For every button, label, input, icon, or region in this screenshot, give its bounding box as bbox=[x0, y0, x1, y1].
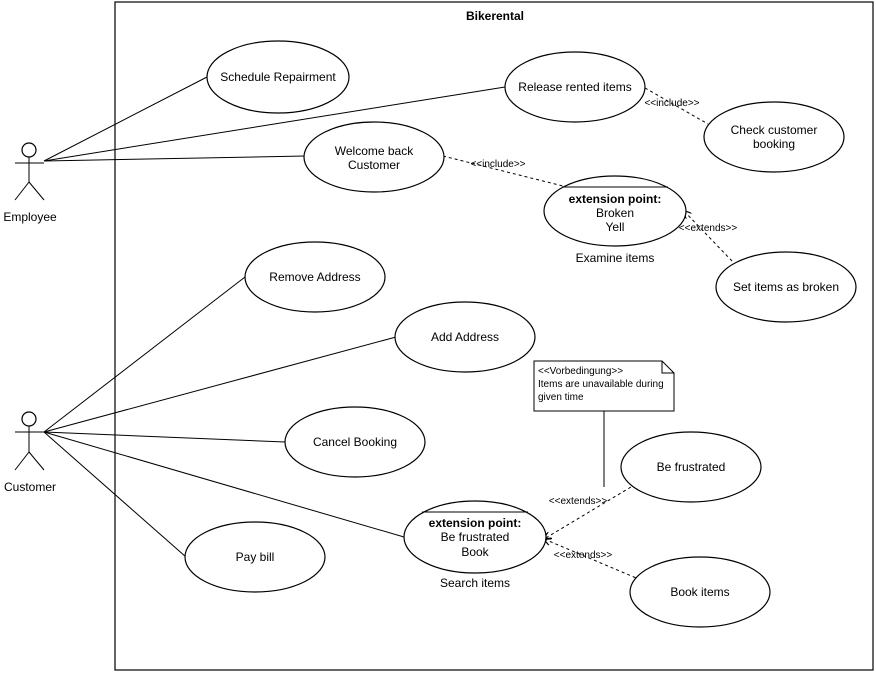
svg-text:Be frustrated: Be frustrated bbox=[441, 530, 510, 544]
svg-text:Set items as broken: Set items as broken bbox=[733, 280, 839, 294]
svg-text:Broken: Broken bbox=[596, 206, 634, 220]
svg-text:Schedule Repairment: Schedule Repairment bbox=[220, 70, 336, 84]
svg-text:Be frustrated: Be frustrated bbox=[657, 460, 726, 474]
actor-employee[interactable]: Employee bbox=[3, 142, 57, 224]
actor-customer[interactable]: Customer bbox=[4, 411, 56, 494]
include-release-check bbox=[644, 87, 709, 125]
note-line-1: Items are unavailable during bbox=[538, 379, 664, 390]
use-case-pay-bill[interactable]: Pay bill bbox=[184, 521, 326, 593]
use-case-examine-items[interactable]: extension point: Broken Yell Examine ite… bbox=[543, 175, 687, 265]
precondition-note[interactable]: <<Vorbedingung>> Items are unavailable d… bbox=[533, 360, 675, 412]
assoc-employee-release bbox=[43, 86, 506, 162]
svg-text:Cancel Booking: Cancel Booking bbox=[313, 435, 397, 449]
extends-book-label: <<extends>> bbox=[554, 550, 613, 561]
svg-text:extension point:: extension point: bbox=[569, 192, 662, 206]
svg-text:Customer: Customer bbox=[348, 158, 400, 172]
system-boundary bbox=[114, 1, 874, 671]
extends-frustrated-search bbox=[544, 483, 637, 539]
assoc-customer-add-address bbox=[43, 336, 397, 433]
use-case-welcome-back-customer[interactable]: Welcome back Customer bbox=[303, 121, 445, 193]
include-welcome-examine-label: <<include>> bbox=[470, 159, 525, 170]
svg-text:Add Address: Add Address bbox=[431, 330, 499, 344]
assoc-customer-remove-address bbox=[43, 276, 246, 433]
system-title: Bikerental bbox=[466, 9, 524, 23]
svg-text:Book: Book bbox=[461, 545, 489, 559]
use-case-check-customer-booking[interactable]: Check customer booking bbox=[703, 101, 845, 173]
svg-text:booking: booking bbox=[753, 137, 795, 151]
svg-text:Check customer: Check customer bbox=[731, 123, 818, 137]
extends-set-broken-examine bbox=[684, 211, 733, 262]
use-case-set-items-as-broken[interactable]: Set items as broken bbox=[715, 251, 857, 323]
note-stereotype: <<Vorbedingung>> bbox=[538, 366, 623, 377]
use-case-release-rented-items[interactable]: Release rented items bbox=[504, 51, 646, 123]
extends-set-broken-label: <<extends>> bbox=[679, 223, 738, 234]
use-case-cancel-booking[interactable]: Cancel Booking bbox=[284, 406, 426, 478]
actor-customer-label: Customer bbox=[4, 480, 56, 494]
svg-text:Remove Address: Remove Address bbox=[269, 270, 360, 284]
use-case-remove-address[interactable]: Remove Address bbox=[244, 241, 386, 313]
use-case-be-frustrated[interactable]: Be frustrated bbox=[620, 431, 762, 503]
use-case-examine-items-name: Examine items bbox=[576, 251, 655, 265]
use-case-schedule-repairment[interactable]: Schedule Repairment bbox=[206, 40, 350, 114]
assoc-customer-pay-bill bbox=[43, 431, 187, 558]
actor-employee-label: Employee bbox=[3, 210, 57, 224]
extends-frustrated-label: <<extends>> bbox=[549, 496, 608, 507]
assoc-employee-schedule bbox=[43, 76, 208, 162]
assoc-customer-cancel-booking bbox=[43, 431, 286, 443]
svg-text:extension point:: extension point: bbox=[429, 516, 522, 530]
svg-text:Welcome back: Welcome back bbox=[335, 144, 414, 158]
use-case-add-address[interactable]: Add Address bbox=[394, 301, 536, 373]
include-release-check-label: <<include>> bbox=[644, 98, 699, 109]
use-case-search-items-name: Search items bbox=[440, 576, 510, 590]
assoc-customer-search-items bbox=[43, 431, 405, 538]
actor-customer-head bbox=[21, 411, 37, 427]
svg-text:Release rented items: Release rented items bbox=[518, 80, 631, 94]
svg-text:Book items: Book items bbox=[670, 585, 729, 599]
svg-text:Pay bill: Pay bill bbox=[236, 550, 275, 564]
svg-text:Yell: Yell bbox=[606, 220, 625, 234]
actor-employee-head bbox=[21, 142, 37, 158]
assoc-employee-welcome bbox=[43, 155, 306, 162]
use-case-search-items[interactable]: extension point: Be frustrated Book Sear… bbox=[403, 500, 547, 590]
use-case-book-items[interactable]: Book items bbox=[629, 556, 771, 628]
note-line-2: given time bbox=[538, 392, 584, 403]
